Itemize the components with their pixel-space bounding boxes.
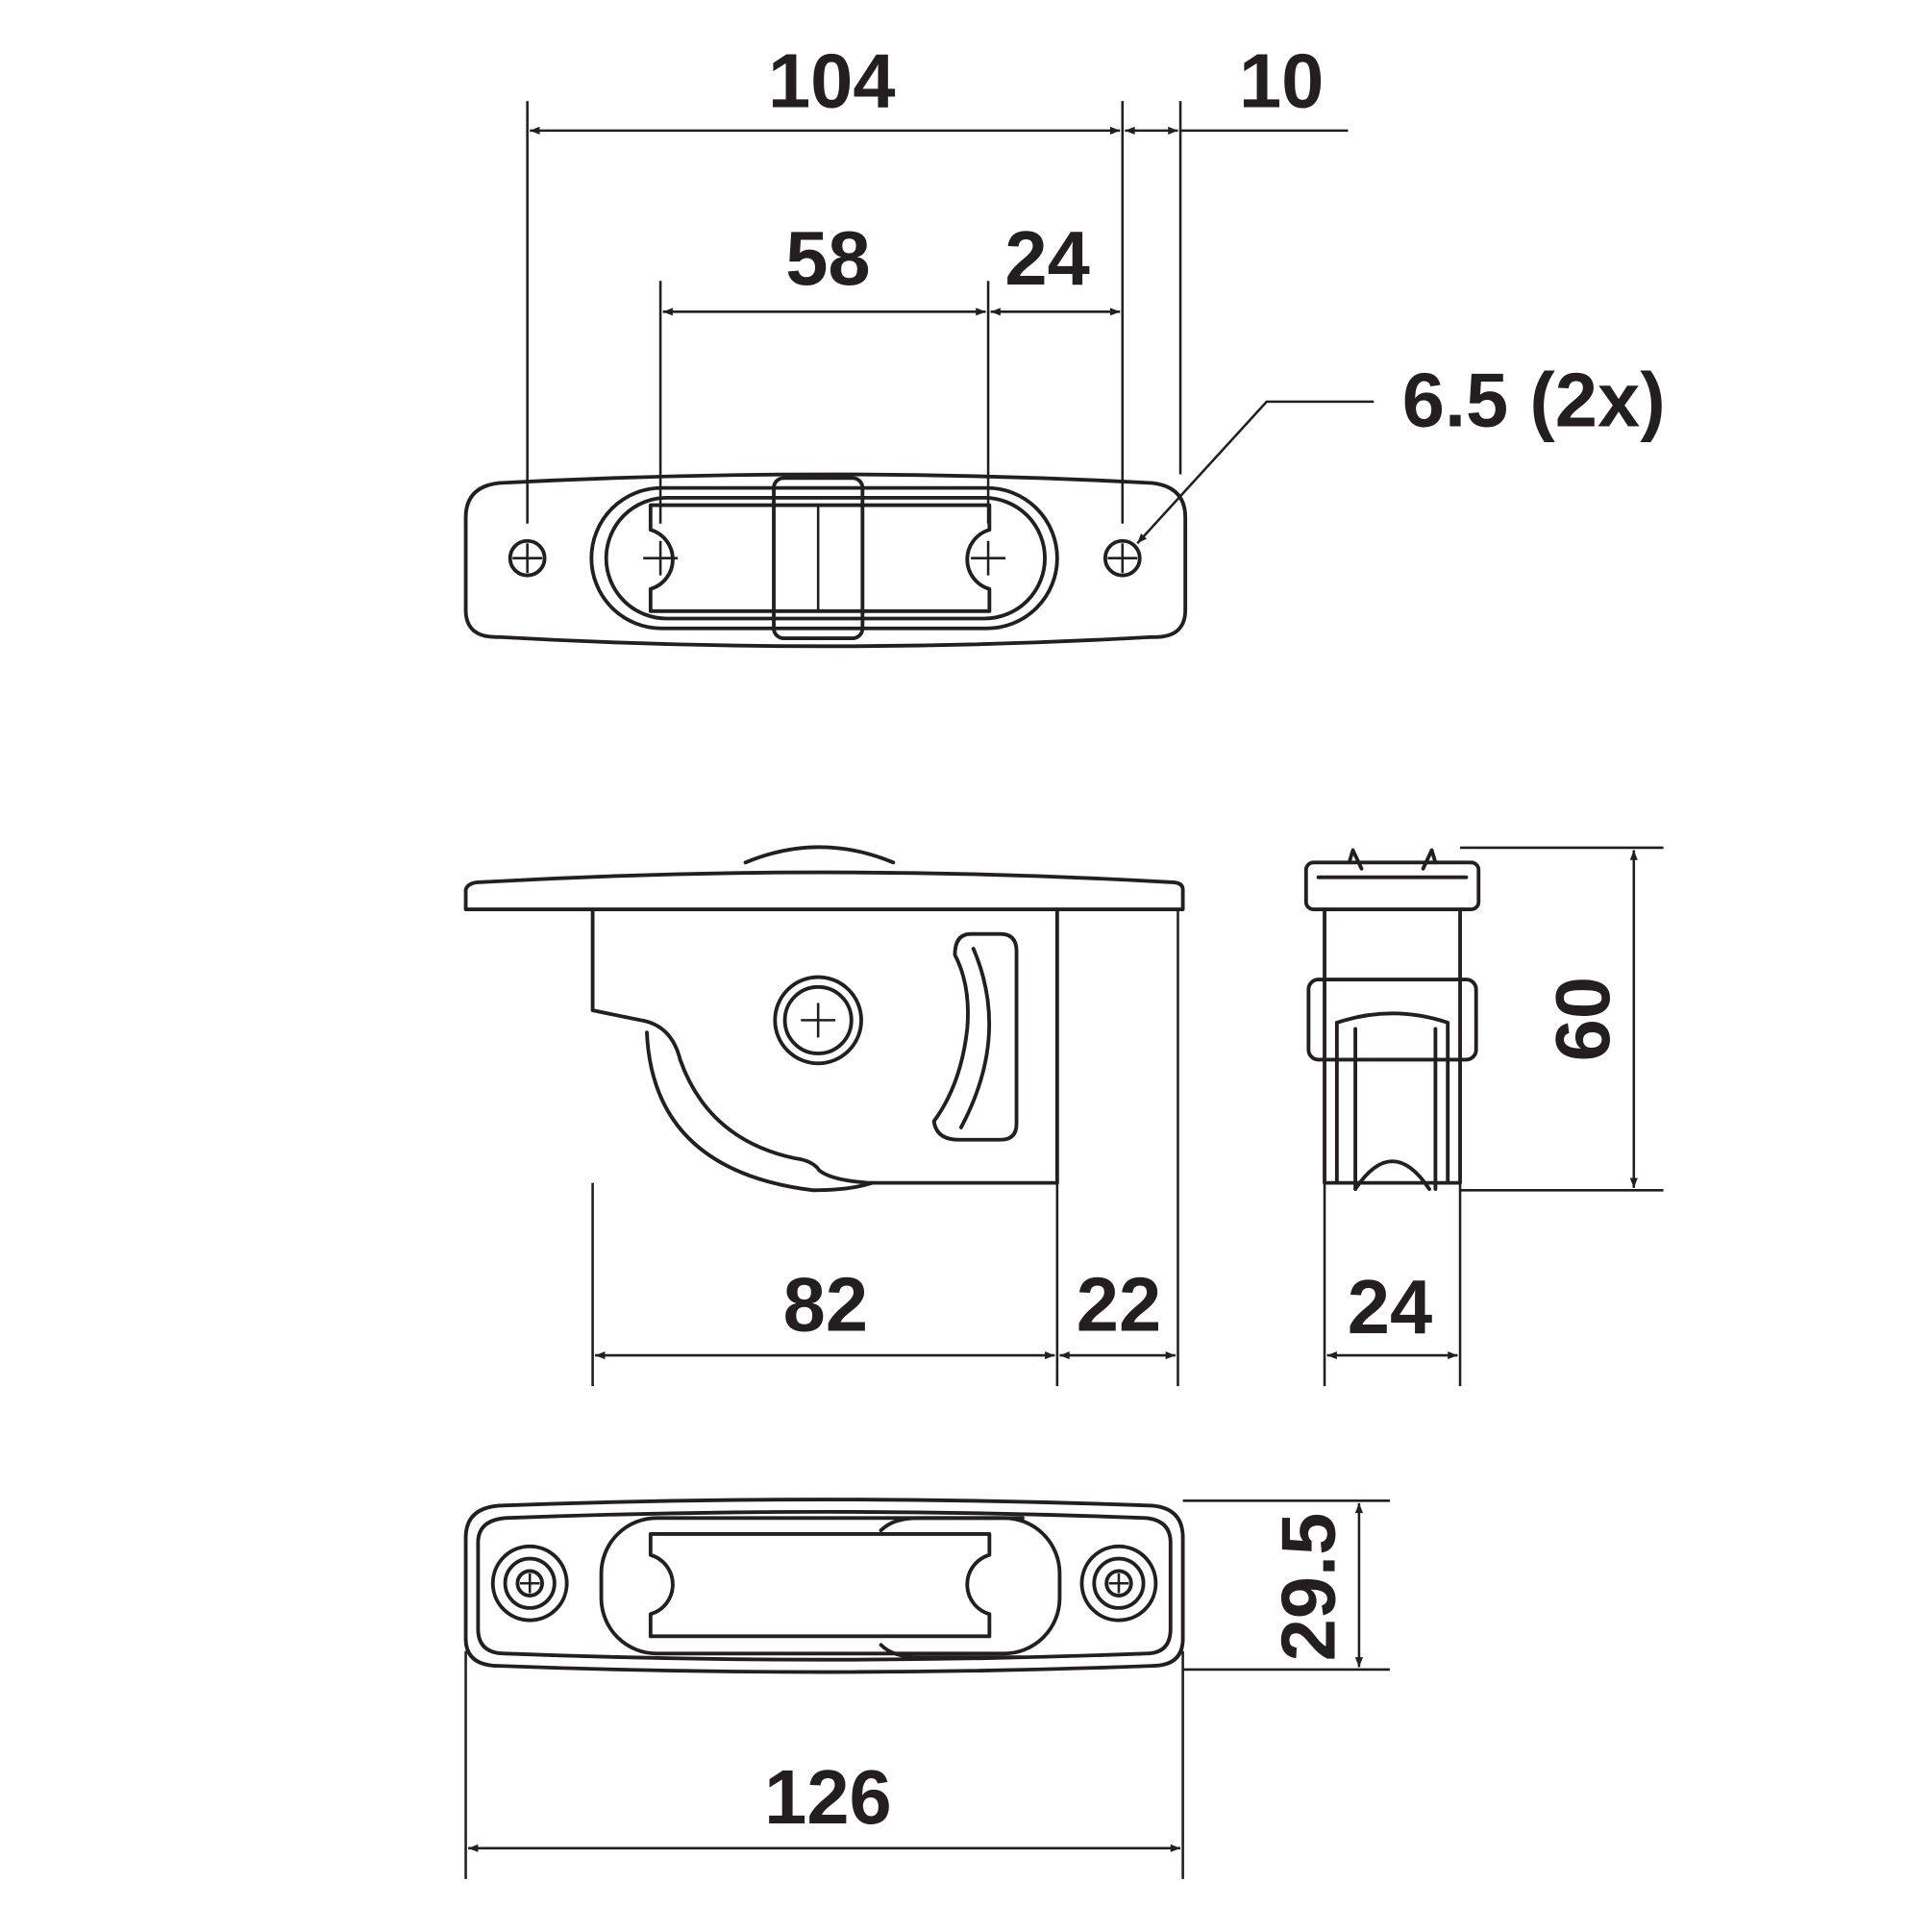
dim-label-104: 104 xyxy=(768,38,896,124)
dim-label-24-top: 24 xyxy=(1004,215,1089,301)
dim-label-82: 82 xyxy=(783,1261,868,1347)
top-mounting-hole-left xyxy=(508,538,547,578)
bottom-plate-outline xyxy=(463,1498,1185,1674)
side-plate xyxy=(463,870,1185,911)
top-view: 104 10 58 24 6.5 (2x) xyxy=(463,38,1666,649)
dim-label-22: 22 xyxy=(1077,1261,1161,1347)
dim-label-126: 126 xyxy=(764,1754,892,1840)
dim-label-29-5: 29.5 xyxy=(1265,1513,1350,1662)
top-slot-outer xyxy=(589,485,1059,631)
end-plate xyxy=(1303,860,1481,911)
side-view: 82 22 xyxy=(463,845,1185,1387)
bottom-screw-left xyxy=(490,1544,569,1622)
leader-hole-diameter xyxy=(1136,400,1375,545)
dim-label-hole-diameter: 6.5 (2x) xyxy=(1402,358,1666,443)
bottom-view: 29.5 126 xyxy=(463,1498,1390,1879)
top-plate-outline xyxy=(463,472,1188,649)
side-adjust-slot xyxy=(931,931,1019,1142)
end-view: 60 24 xyxy=(1303,846,1664,1387)
bottom-slot xyxy=(599,1516,1062,1656)
top-mounting-hole-right xyxy=(1102,538,1142,578)
dim-label-10: 10 xyxy=(1239,38,1324,124)
bottom-screw-right xyxy=(1079,1544,1158,1622)
dim-label-24-end: 24 xyxy=(1348,1264,1432,1350)
side-body xyxy=(590,907,1059,1185)
dim-label-60: 60 xyxy=(1540,977,1625,1061)
dim-label-58: 58 xyxy=(785,215,870,301)
side-screw xyxy=(773,975,863,1066)
